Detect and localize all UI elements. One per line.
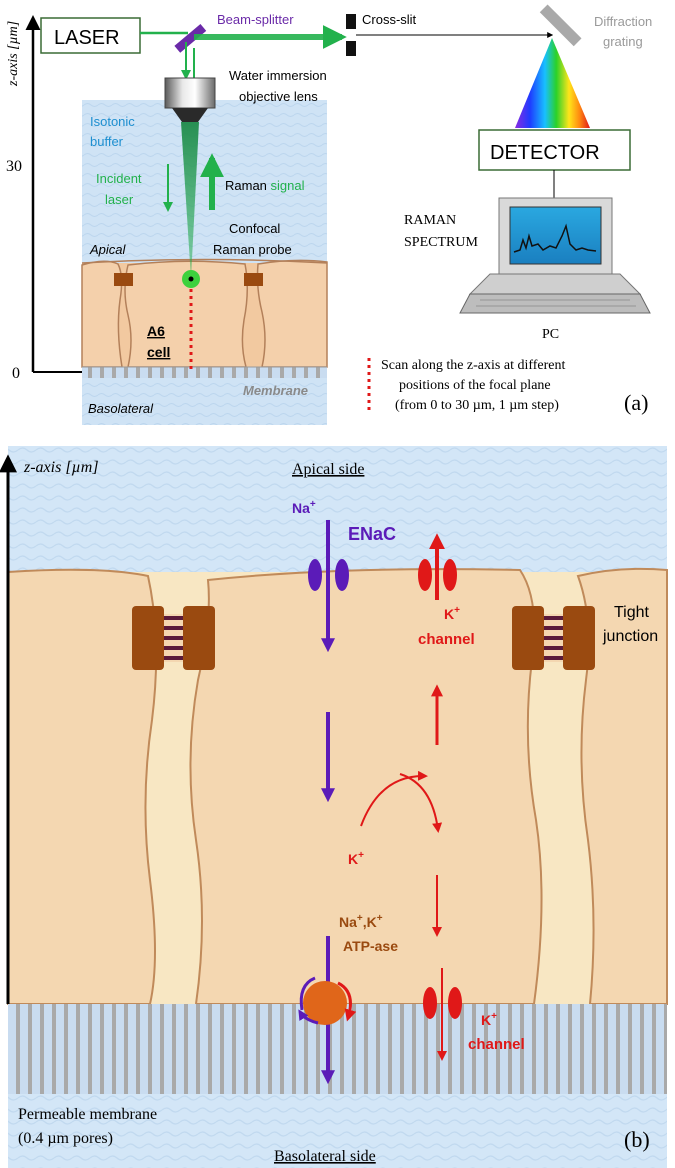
apical-label-a: Apical — [89, 242, 127, 257]
detector-label: DETECTOR — [490, 142, 600, 164]
membrane-label-a: Membrane — [243, 383, 308, 398]
spectrum-fan — [515, 38, 590, 128]
beam-splitter-label: Beam-splitter — [217, 12, 294, 27]
raman-signal-label: Raman signal — [225, 178, 305, 193]
confocal-label-2: Raman probe — [213, 242, 292, 257]
k-label-baso: K+ — [481, 1011, 497, 1028]
isotonic-label-1: Isotonic — [90, 114, 135, 129]
apical-side-label: Apical side — [292, 461, 364, 478]
cell-left — [7, 568, 158, 1005]
focused-laser-cone — [181, 122, 199, 279]
axis-label-a: z-axis [µm] — [6, 21, 21, 87]
raman-spectrum-trace — [513, 223, 597, 253]
panel-b: z-axis [µm] Apical side Tight junction — [0, 446, 668, 1168]
enac-right — [335, 559, 349, 591]
atpase-pump — [303, 981, 347, 1025]
permeable-label-1: Permeable membrane — [18, 1106, 157, 1123]
basolateral-label-a: Basolateral — [88, 401, 154, 416]
channel-label-baso: channel — [468, 1036, 525, 1053]
focal-point — [188, 276, 194, 282]
isotonic-label-2: buffer — [90, 134, 124, 149]
objective-lens — [164, 77, 216, 122]
beam-splitter — [174, 24, 207, 53]
tight-junction-a-right — [244, 273, 263, 286]
tight-label-2: junction — [602, 628, 658, 645]
enac-label: ENaC — [348, 524, 396, 544]
k-channel-apical-left — [418, 559, 432, 591]
tight-junction-right — [512, 606, 595, 670]
cross-slit-label: Cross-slit — [362, 12, 417, 27]
pc-icon — [459, 197, 651, 314]
tick-30: 30 — [6, 158, 22, 175]
basolateral-medium — [8, 1094, 667, 1168]
basolateral-side-label: Basolateral side — [274, 1148, 376, 1165]
enac-left — [308, 559, 322, 591]
permeable-label-2: (0.4 µm pores) — [18, 1130, 113, 1147]
k-channel-apical-right — [443, 559, 457, 591]
laser-box — [40, 17, 141, 54]
scan-legend-2: positions of the focal plane — [399, 378, 551, 393]
confocal-label-1: Confocal — [229, 221, 280, 236]
tick-0: 0 — [12, 365, 20, 382]
pc-label: PC — [542, 327, 559, 342]
incident-label-1: Incident — [96, 171, 142, 186]
atpase-na-arc-head — [298, 1009, 319, 1025]
grating-label-1: Diffraction — [594, 14, 652, 29]
k-branch-down — [399, 773, 443, 833]
a6-cell-layer — [81, 258, 328, 368]
k-channel-baso-left — [423, 987, 437, 1019]
scan-legend-3: (from 0 to 30 µm, 1 µm step) — [395, 398, 559, 413]
axis-label-b: z-axis [µm] — [23, 459, 99, 476]
cell-center — [189, 568, 543, 1005]
cross-slit-top — [346, 14, 356, 29]
tight-junction-left — [132, 606, 215, 670]
atpase-na-arc — [299, 976, 316, 1011]
objective-label-1: Water immersion — [229, 68, 327, 83]
membrane-a — [82, 367, 327, 378]
tight-label-1: Tight — [614, 604, 650, 621]
k-label-cytosol: K+ — [348, 850, 364, 867]
atpase-label-2: ATP-ase — [343, 938, 398, 954]
incident-label-2: laser — [105, 192, 134, 207]
atpase-label-1: Na+,K+ — [339, 913, 383, 930]
laser-label: LASER — [54, 27, 120, 49]
k-channel-baso-right — [448, 987, 462, 1019]
cross-slit-bottom — [346, 41, 356, 56]
scan-legend-1: Scan along the z-axis at different — [381, 358, 566, 373]
channel-label-apical: channel — [418, 631, 475, 648]
objective-label-2: objective lens — [239, 89, 318, 104]
a6-label-2: cell — [147, 344, 170, 360]
diffraction-grating — [539, 4, 582, 47]
grating-label-2: grating — [603, 34, 643, 49]
a6-label-1: A6 — [147, 323, 165, 339]
panel-label-b: (b) — [624, 1127, 650, 1152]
raman-spectrum-label-2: SPECTRUM — [404, 235, 478, 250]
panel-label-a: (a) — [624, 390, 648, 415]
raman-spectrum-label-1: RAMAN — [404, 213, 456, 228]
k-branch-up — [360, 770, 428, 827]
panel-a: z-axis [µm] 30 0 LASER Beam-splitter — [6, 4, 652, 425]
tight-junction-a-left — [114, 273, 133, 286]
atpase-k-arc — [337, 981, 357, 1022]
k-label-apical: K+ — [444, 605, 460, 622]
na-label-top: Na+ — [292, 499, 316, 516]
